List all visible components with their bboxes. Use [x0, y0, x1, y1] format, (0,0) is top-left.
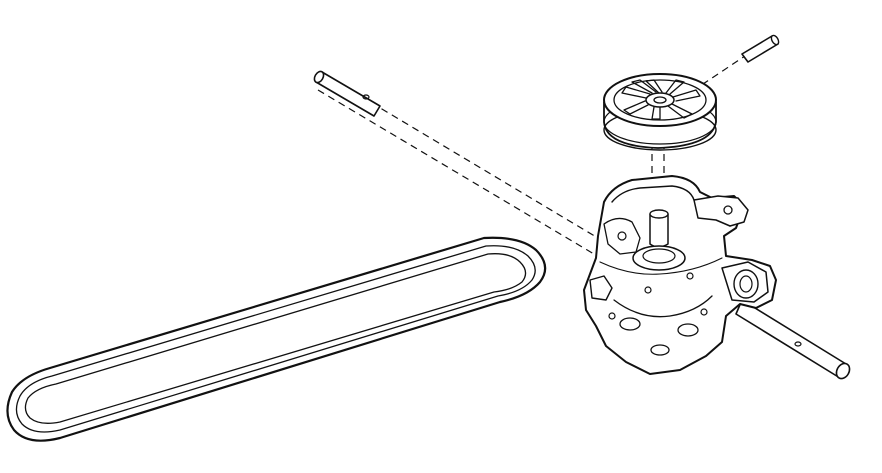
- gear-case-lower-boss-3: [650, 344, 670, 356]
- axle-right-end-cap: [835, 362, 851, 380]
- gear-case-lower-rib: [613, 295, 713, 318]
- mount-arm-hole: [723, 205, 733, 215]
- drive-belt: [6, 236, 547, 442]
- belt-inner-edge-2: [24, 253, 527, 424]
- gear-case-lower-boss-1: [619, 317, 641, 331]
- axle-left-end: [315, 71, 381, 117]
- pin-centerline: [699, 53, 749, 87]
- case-bolt-3: [644, 286, 652, 294]
- case-bolt-2: [700, 308, 708, 316]
- belt-outer-edge: [6, 236, 547, 442]
- case-bolt-4: [686, 272, 694, 280]
- gear-case-left-lug: [589, 275, 613, 301]
- gear-case: [583, 175, 777, 375]
- output-boss-bore: [733, 269, 759, 299]
- pulley-bore: [653, 96, 667, 104]
- drive-pulley: [603, 73, 717, 151]
- pulley-inner-rim: [613, 79, 707, 121]
- axle-centerline-lower: [317, 89, 605, 261]
- gear-case-parting-line: [599, 257, 723, 275]
- roll-pin-end: [770, 34, 780, 46]
- pulley-hub: [645, 92, 675, 108]
- gear-case-input-shaft: [649, 213, 669, 248]
- gear-case-mount-arm: [693, 195, 749, 227]
- pulley-spokes: [621, 79, 701, 120]
- input-boss-inner: [642, 248, 676, 264]
- gear-case-side-cover: [603, 217, 641, 255]
- belt-inner-edge-1: [15, 245, 536, 433]
- output-boss-inner: [739, 275, 753, 293]
- gear-case-lower-boss-2: [677, 323, 699, 337]
- input-shaft-top: [649, 209, 669, 219]
- axle-centerline-upper: [329, 77, 619, 251]
- roll-pin: [741, 34, 780, 63]
- axle-left-hole: [362, 94, 370, 100]
- axle-right-end: [735, 299, 847, 379]
- case-bolt-1: [608, 312, 616, 320]
- axle-left-end-cap: [313, 70, 325, 84]
- axle-shaft: [313, 70, 851, 380]
- cover-bolt-1: [617, 231, 627, 241]
- axle-right-hole: [794, 341, 802, 347]
